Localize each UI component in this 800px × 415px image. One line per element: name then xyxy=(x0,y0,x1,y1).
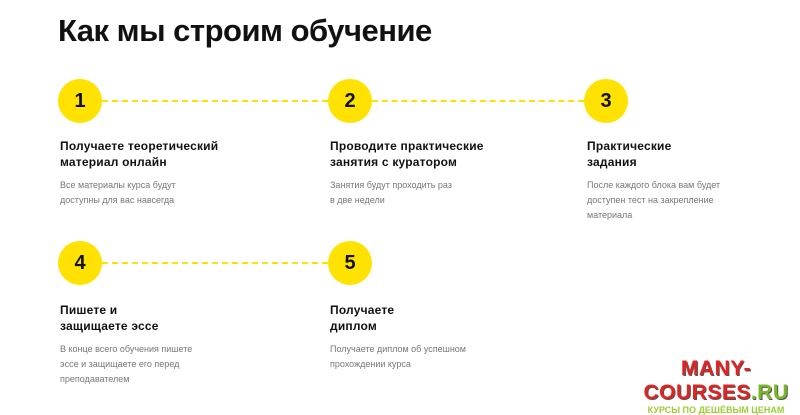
step-number-3: 3 xyxy=(584,79,628,123)
step-number-5: 5 xyxy=(328,241,372,285)
connector-line xyxy=(102,262,328,264)
step-number-2: 2 xyxy=(328,79,372,123)
page-title: Как мы строим обучение xyxy=(58,13,432,48)
step-number-4: 4 xyxy=(58,241,102,285)
connector-line xyxy=(102,100,328,102)
connector-line xyxy=(372,100,584,102)
step-number-1: 1 xyxy=(58,79,102,123)
watermark-logo: MANY-COURSES.RU КУРСЫ ПО ДЕШЁВЫМ ЦЕНАМ xyxy=(643,357,789,415)
